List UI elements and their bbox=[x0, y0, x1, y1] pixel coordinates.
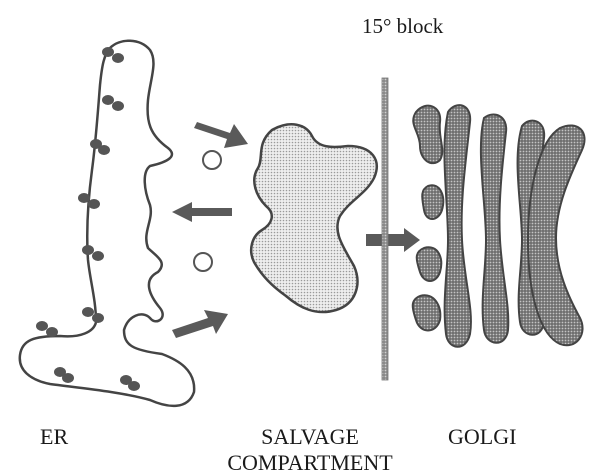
salvage-compartment bbox=[251, 124, 377, 312]
ribosome bbox=[82, 307, 94, 317]
golgi-cisterna bbox=[481, 114, 508, 342]
ribosome bbox=[82, 245, 94, 255]
er-label: ER bbox=[40, 424, 68, 450]
temperature-block-barrier bbox=[382, 78, 388, 380]
arrow-salvage-to-golgi bbox=[366, 228, 420, 252]
arrow-er-to-salvage-top bbox=[194, 122, 248, 148]
salvage-label-line1: SALVAGE bbox=[210, 424, 410, 450]
golgi-vesicle bbox=[417, 247, 441, 281]
ribosome bbox=[102, 47, 114, 57]
golgi-cisterna bbox=[444, 105, 470, 347]
ribosome bbox=[102, 95, 114, 105]
ribosome bbox=[78, 193, 90, 203]
golgi-label: GOLGI bbox=[448, 424, 516, 450]
golgi-vesicle bbox=[413, 106, 442, 164]
salvage-compartment-label: SALVAGE COMPARTMENT bbox=[210, 424, 410, 476]
salvage-label-line2: COMPARTMENT bbox=[210, 450, 410, 476]
ribosome bbox=[36, 321, 48, 331]
golgi-vesicle bbox=[413, 295, 441, 330]
arrow-er-to-salvage-bottom bbox=[172, 310, 228, 338]
vesicle bbox=[203, 151, 221, 169]
golgi-vesicle bbox=[422, 185, 443, 219]
temperature-block-label: 15° block bbox=[362, 14, 443, 39]
arrow-salvage-to-er bbox=[172, 202, 232, 222]
golgi-stack bbox=[413, 105, 585, 347]
vesicle bbox=[194, 253, 212, 271]
